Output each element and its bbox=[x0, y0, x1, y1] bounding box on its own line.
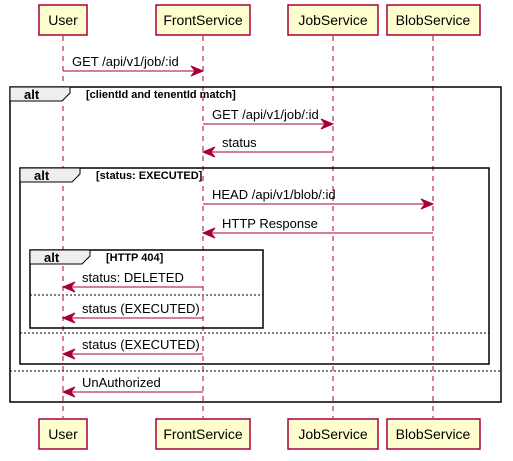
fragment-guard: [status: EXECUTED] bbox=[96, 170, 203, 182]
participant-user-top: User bbox=[38, 4, 88, 36]
participant-label: BlobService bbox=[396, 426, 471, 442]
alt-fragment-status: alt [status: EXECUTED] bbox=[19, 167, 490, 365]
alt-fragment-http-404: alt [HTTP 404] bbox=[29, 249, 264, 329]
message-label: HEAD /api/v1/blob/:id bbox=[212, 187, 336, 202]
message-label: HTTP Response bbox=[222, 216, 318, 231]
participant-label: User bbox=[48, 12, 78, 28]
participant-label: FrontService bbox=[163, 426, 243, 442]
message-label: GET /api/v1/job/:id bbox=[72, 54, 179, 69]
message-status-executed-else-front-to-user: status (EXECUTED) bbox=[61, 337, 203, 360]
message-status-deleted-front-to-user: status: DELETED bbox=[61, 270, 203, 293]
participant-label: BlobService bbox=[396, 12, 471, 28]
message-label: GET /api/v1/job/:id bbox=[212, 107, 319, 122]
participant-label: JobService bbox=[298, 12, 367, 28]
fragment-guard: [HTTP 404] bbox=[106, 252, 164, 264]
message-label: status: DELETED bbox=[82, 270, 184, 285]
message-status-executed-front-to-user: status (EXECUTED) bbox=[61, 301, 203, 324]
message-label: status bbox=[222, 135, 257, 150]
message-status-job-to-front: status bbox=[201, 135, 333, 158]
fragment-operator: alt bbox=[34, 168, 50, 183]
fragment-guard: [clientId and tenentId match] bbox=[86, 89, 236, 101]
message-label: UnAuthorized bbox=[82, 375, 161, 390]
participant-label: FrontService bbox=[163, 12, 243, 28]
participant-user-bottom: User bbox=[38, 418, 88, 450]
fragment-operator: alt bbox=[44, 250, 60, 265]
participant-job-service-top: JobService bbox=[287, 4, 379, 36]
message-http-response-blob-to-front: HTTP Response bbox=[201, 216, 433, 239]
message-unauthorized-front-to-user: UnAuthorized bbox=[61, 375, 203, 398]
participant-front-service-top: FrontService bbox=[155, 4, 251, 36]
participant-label: JobService bbox=[298, 426, 367, 442]
fragment-operator: alt bbox=[24, 87, 40, 102]
participant-front-service-bottom: FrontService bbox=[155, 418, 251, 450]
message-get-job-user-to-front: GET /api/v1/job/:id bbox=[63, 54, 205, 77]
message-head-blob-front-to-blob: HEAD /api/v1/blob/:id bbox=[203, 187, 435, 210]
message-label: status (EXECUTED) bbox=[82, 337, 200, 352]
participant-blob-service-bottom: BlobService bbox=[386, 418, 481, 450]
message-get-job-front-to-job: GET /api/v1/job/:id bbox=[203, 107, 335, 130]
participant-job-service-bottom: JobService bbox=[287, 418, 379, 450]
message-label: status (EXECUTED) bbox=[82, 301, 200, 316]
participant-blob-service-top: BlobService bbox=[386, 4, 481, 36]
alt-fragment-auth: alt [clientId and tenentId match] bbox=[9, 86, 502, 403]
participant-label: User bbox=[48, 426, 78, 442]
